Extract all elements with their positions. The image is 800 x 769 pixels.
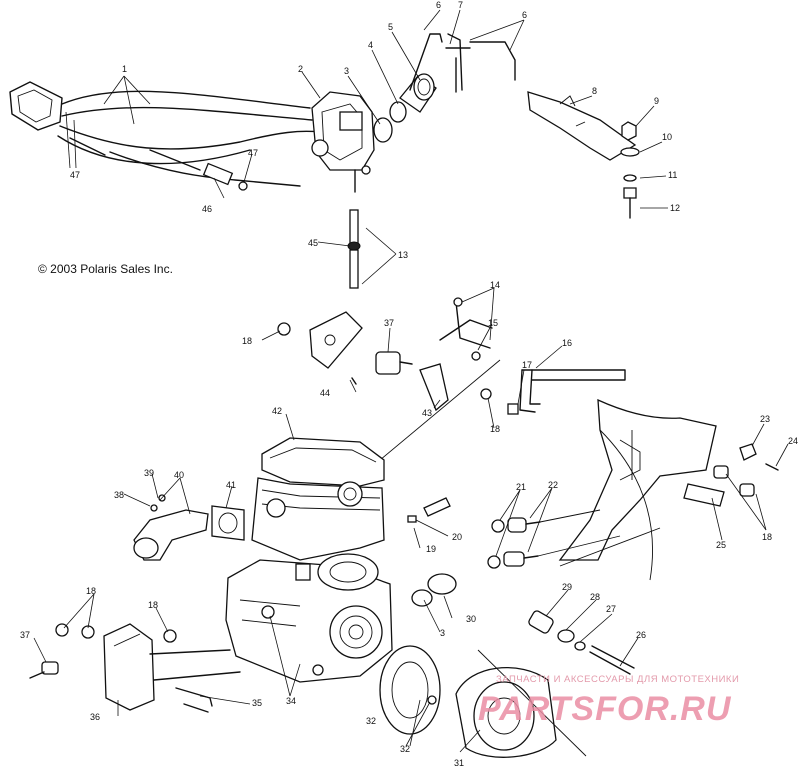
callout-leaders — [33, 9, 789, 753]
choke-cable-bracket — [379, 297, 501, 461]
frame-plate — [558, 398, 725, 581]
idle-pin — [407, 497, 451, 523]
callout-43: 43 — [422, 408, 432, 418]
callout-35: 35 — [252, 698, 262, 708]
callout-47-a: 47 — [70, 170, 80, 180]
callout-18-a: 18 — [242, 336, 252, 346]
callout-3-b: 3 — [440, 628, 445, 638]
cable-bracket — [277, 311, 413, 385]
callout-26: 26 — [636, 630, 646, 640]
callout-24: 24 — [788, 436, 798, 446]
callout-42: 42 — [272, 406, 282, 416]
callout-15: 15 — [488, 318, 498, 328]
vent-tube — [347, 209, 361, 289]
engine-mount-bracket — [29, 623, 241, 713]
callout-9: 9 — [654, 96, 659, 106]
callout-3: 3 — [344, 66, 349, 76]
callout-4: 4 — [368, 40, 373, 50]
callout-16: 16 — [562, 338, 572, 348]
drive-clutch — [379, 645, 557, 758]
callout-17: 17 — [522, 360, 532, 370]
callout-37-b: 37 — [20, 630, 30, 640]
callout-47-b: 47 — [248, 148, 258, 158]
callout-labels: 1 2 3 4 5 6 6 7 8 9 10 11 12 13 14 15 16… — [20, 0, 798, 768]
carburetor — [311, 91, 375, 193]
callout-44: 44 — [320, 388, 330, 398]
bolt-stack — [620, 121, 640, 219]
callout-32-b: 32 — [400, 744, 410, 754]
callout-28: 28 — [590, 592, 600, 602]
callout-38: 38 — [114, 490, 124, 500]
callout-30: 30 — [466, 614, 476, 624]
callout-46: 46 — [202, 204, 212, 214]
callout-11: 11 — [668, 170, 677, 180]
callout-6-second: 6 — [522, 10, 527, 20]
callout-41: 41 — [226, 480, 236, 490]
callout-18-e: 18 — [148, 600, 158, 610]
callout-45: 45 — [308, 238, 318, 248]
callout-13: 13 — [398, 250, 408, 260]
engine-assembly — [225, 437, 393, 683]
copyright-notice: © 2003 Polaris Sales Inc. — [38, 262, 173, 276]
callout-8: 8 — [592, 86, 597, 96]
fuel-filter — [202, 162, 248, 191]
callout-6: 6 — [436, 0, 441, 10]
exhaust-manifold — [133, 494, 245, 561]
oil-filter — [411, 573, 457, 607]
callout-25: 25 — [716, 540, 726, 550]
callout-18-d: 18 — [86, 586, 96, 596]
carb-boots-and-clamps — [373, 73, 437, 143]
engine-mount-isolators — [487, 509, 661, 569]
callout-10: 10 — [662, 132, 672, 142]
callout-29: 29 — [562, 582, 572, 592]
callout-18-c: 18 — [762, 532, 772, 542]
callout-1: 1 — [122, 64, 127, 74]
callout-14: 14 — [490, 280, 500, 290]
callout-37-a: 37 — [384, 318, 394, 328]
callout-7: 7 — [458, 0, 463, 10]
callout-12: 12 — [670, 203, 680, 213]
callout-40: 40 — [174, 470, 184, 480]
callout-19: 19 — [426, 544, 436, 554]
callout-39: 39 — [144, 468, 154, 478]
callout-36: 36 — [90, 712, 100, 722]
frame-mount-hardware — [713, 443, 779, 497]
callout-22: 22 — [548, 480, 558, 490]
air-intake-hoses — [9, 81, 321, 187]
callout-21: 21 — [516, 482, 526, 492]
callout-18-b: 18 — [490, 424, 500, 434]
callout-34: 34 — [286, 696, 296, 706]
callout-27: 27 — [606, 604, 616, 614]
callout-2: 2 — [298, 64, 303, 74]
callout-20: 20 — [452, 532, 462, 542]
mounting-bracket — [527, 91, 637, 161]
callout-5: 5 — [388, 22, 393, 32]
callout-32-a: 32 — [366, 716, 376, 726]
watermark-caption: ЗАПЧАСТИ И АКСЕССУАРЫ ДЛЯ МОТОТЕХНИКИ — [496, 674, 740, 685]
watermark-logo: PARTSFOR.RU — [478, 690, 732, 728]
callout-31: 31 — [454, 758, 464, 768]
callout-23: 23 — [760, 414, 770, 424]
